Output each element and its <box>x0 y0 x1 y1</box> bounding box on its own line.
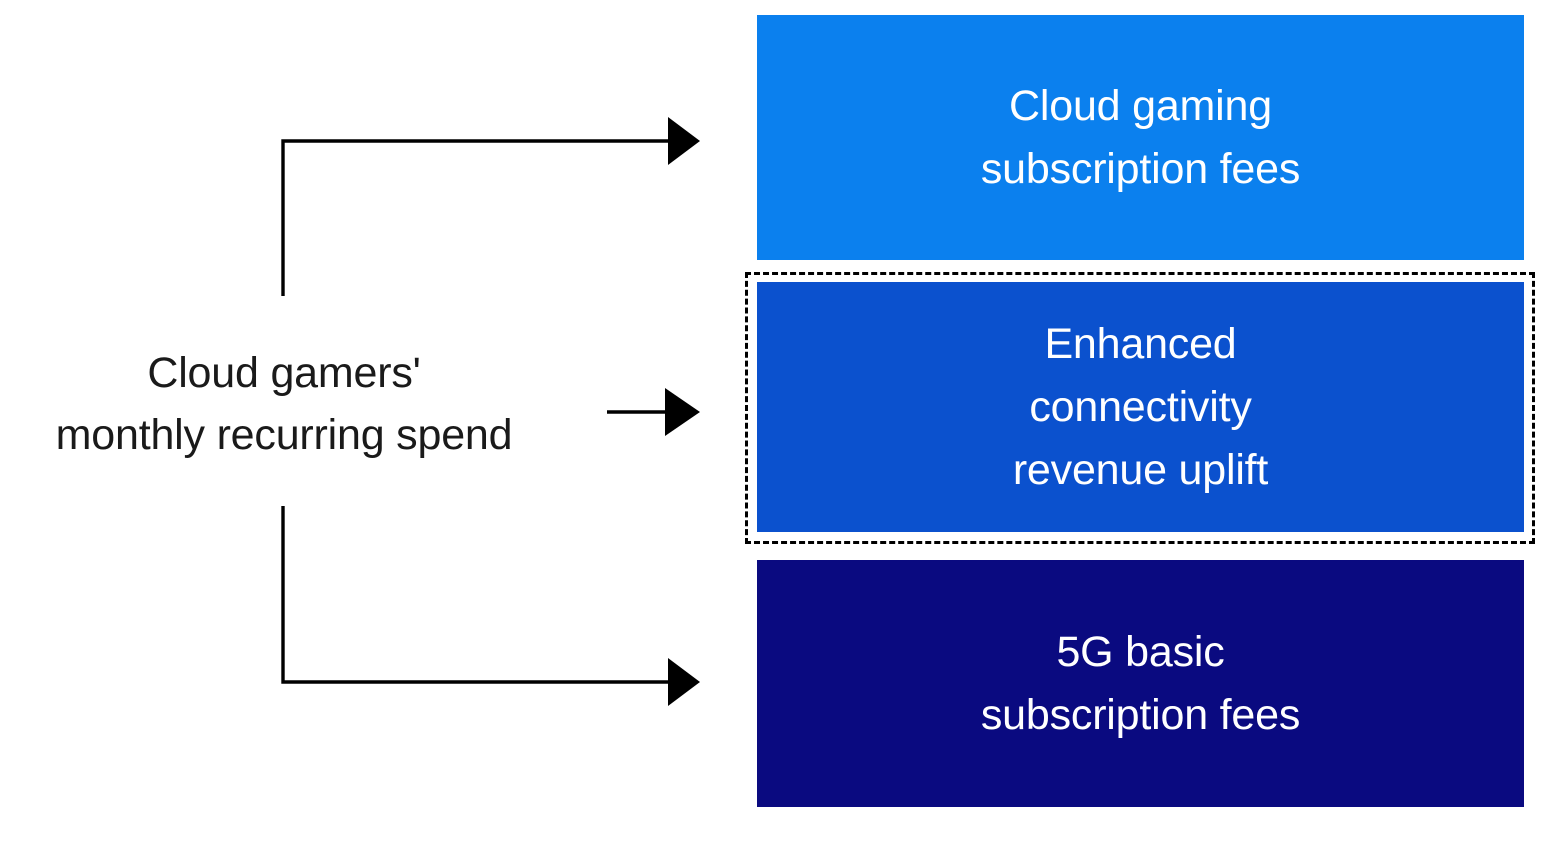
node-box-5g-basic-text: 5G basic subscription fees <box>981 621 1300 747</box>
source-label-line-2: monthly recurring spend <box>55 411 513 459</box>
node-box-enhanced-connectivity-line-3: revenue uplift <box>1012 445 1269 494</box>
arrowhead-middle-icon <box>665 388 700 436</box>
connector-line-top <box>281 139 668 296</box>
node-box-cloud-gaming-line-2: subscription fees <box>980 144 1301 193</box>
node-box-enhanced-connectivity[interactable]: Enhanced connectivity revenue uplift <box>757 282 1524 532</box>
arrowhead-bottom-icon <box>668 658 700 706</box>
node-box-cloud-gaming-line-1: Cloud gaming <box>1009 81 1272 130</box>
connector-to-5g-basic <box>281 506 700 706</box>
connector-to-cloud-gaming <box>281 117 700 296</box>
node-box-enhanced-connectivity-line-2: connectivity <box>1029 382 1252 431</box>
node-box-cloud-gaming-text: Cloud gaming subscription fees <box>981 75 1300 201</box>
highlight-dashed-border-enhanced-connectivity <box>745 272 1535 544</box>
arrowhead-top-icon <box>668 117 700 165</box>
source-label: Cloud gamers' monthly recurring spend <box>8 342 560 466</box>
node-box-enhanced-connectivity-line-1: Enhanced <box>1044 319 1237 368</box>
connector-to-enhanced-connectivity <box>607 388 700 436</box>
node-box-cloud-gaming[interactable]: Cloud gaming subscription fees <box>757 15 1524 260</box>
connector-line-bottom <box>281 506 668 684</box>
node-box-enhanced-connectivity-text: Enhanced connectivity revenue uplift <box>1012 313 1269 502</box>
node-box-5g-basic[interactable]: 5G basic subscription fees <box>757 560 1524 807</box>
node-box-5g-basic-line-2: subscription fees <box>980 690 1301 739</box>
node-box-5g-basic-line-1: 5G basic <box>1056 627 1225 676</box>
source-label-line-1: Cloud gamers' <box>147 349 421 397</box>
